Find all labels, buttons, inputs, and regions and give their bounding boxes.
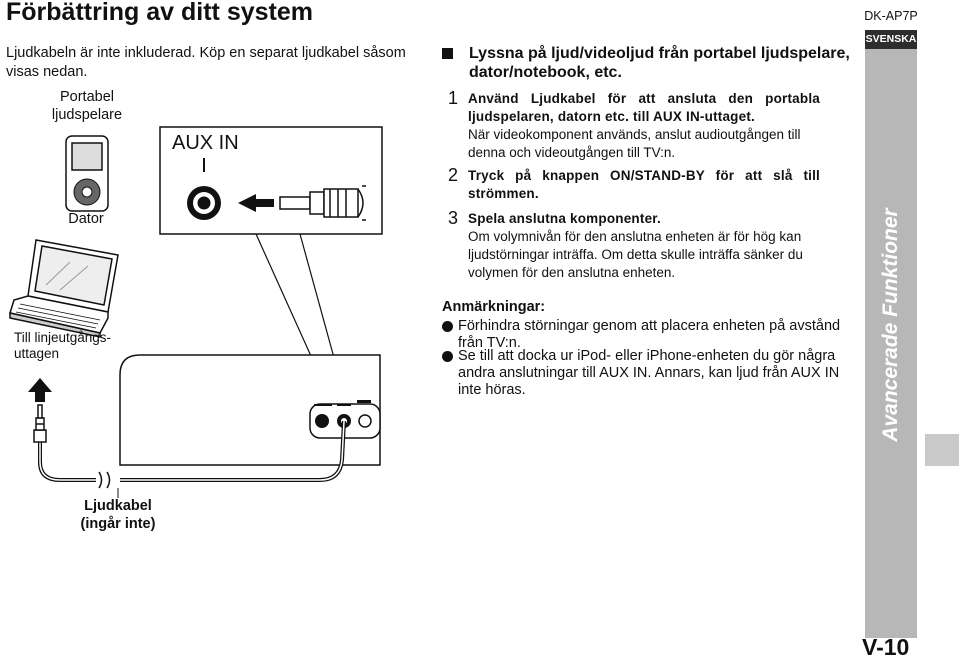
page-marker <box>925 434 959 466</box>
bullet-icon <box>442 321 453 332</box>
side-tab-label: Avancerade Funktioner <box>879 208 902 442</box>
aux-in-socket-icon <box>187 186 221 220</box>
language-badge: SVENSKA <box>865 30 917 49</box>
note-item: Se till att docka ur iPod- eller iPhone-… <box>442 348 842 399</box>
arrow-left-icon <box>238 194 274 212</box>
notes-title: Anmärkningar: <box>442 299 546 315</box>
portable-player-label: Portabel ljudspelare <box>51 89 123 123</box>
square-bullet-icon <box>442 48 453 59</box>
model-number: DK-AP7P <box>864 9 918 23</box>
step-heading: Använd Ljudkabel för att ansluta den por… <box>468 91 820 124</box>
step-heading: Spela anslutna komponenter. <box>468 211 661 226</box>
section-heading: Lyssna på ljud/videoljud från portabel l… <box>442 44 862 82</box>
plug-icon <box>279 185 366 221</box>
line-out-label: Till linjeutgångs-uttagen <box>14 330 112 361</box>
laptop-icon <box>9 239 119 338</box>
page-number: V-10 <box>862 634 910 660</box>
step-2: 2 Tryck på knappen ON/STAND-BY för att s… <box>448 165 820 203</box>
step-body: Om volymnivån för den anslutna enheten ä… <box>468 229 803 280</box>
step-body: När videokomponent används, anslut audio… <box>468 127 801 160</box>
step-1: 1 Använd Ljudkabel för att ansluta den p… <box>448 88 820 162</box>
step-number: 3 <box>448 208 459 228</box>
bottom-plug-icon <box>33 404 47 443</box>
step-number: 2 <box>448 165 459 185</box>
note-item: Förhindra störningar genom att placera e… <box>442 318 842 352</box>
step-number: 1 <box>448 88 459 108</box>
cable-break-icon <box>98 471 111 489</box>
side-tab <box>865 30 917 638</box>
intro-text: Ljudkabeln är inte inkluderad. Köp en se… <box>6 45 406 80</box>
aux-in-label: AUX IN <box>172 132 239 154</box>
page-title: Förbättring av ditt system <box>6 0 313 26</box>
cable-label: Ljudkabel (ingår inte) <box>80 498 156 532</box>
connection-diagram <box>9 126 383 498</box>
computer-label: Dator <box>68 211 104 227</box>
portable-player-icon <box>65 135 109 212</box>
step-3: 3 Spela anslutna komponenter. Om volymni… <box>448 208 820 282</box>
arrow-up-icon <box>28 378 52 402</box>
bullet-icon <box>442 351 453 362</box>
step-heading: Tryck på knappen ON/STAND-BY för att slå… <box>468 168 820 201</box>
